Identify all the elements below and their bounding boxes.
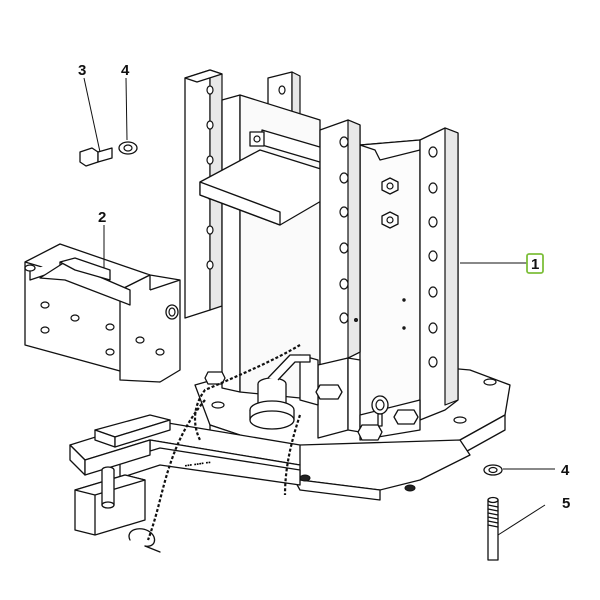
eye-bolt (371, 395, 389, 427)
part-4-washer-top (118, 141, 138, 155)
part-2-hitch-block (24, 243, 181, 383)
callout-3: 3 (78, 62, 86, 79)
callout-1: 1 (531, 256, 539, 273)
callout-5: 5 (562, 495, 570, 512)
callout-1-box: 1 (526, 253, 544, 274)
left-rear-column (184, 69, 223, 319)
callout-4-right: 4 (561, 462, 570, 479)
callout-2: 2 (98, 209, 106, 226)
callout-4-top: 4 (121, 62, 130, 79)
left-front-column (319, 119, 361, 369)
lower-plate (289, 439, 471, 501)
part-5-stud (487, 496, 499, 561)
front-plate (359, 139, 421, 421)
r-clip (128, 528, 161, 553)
nuts (204, 371, 419, 441)
part-3-bolt (79, 147, 113, 167)
swing-pin (249, 354, 311, 430)
right-front-column (419, 127, 459, 421)
chains (146, 344, 302, 541)
leader-lines (83, 77, 555, 536)
drawbar-clevis (74, 414, 171, 536)
part-4-washer-right (483, 464, 503, 476)
svg-text:▪▪▪ ▪▪▪▪ ▪▪: ▪▪▪ ▪▪▪▪ ▪▪ (184, 459, 211, 470)
inner-frame (199, 94, 341, 401)
